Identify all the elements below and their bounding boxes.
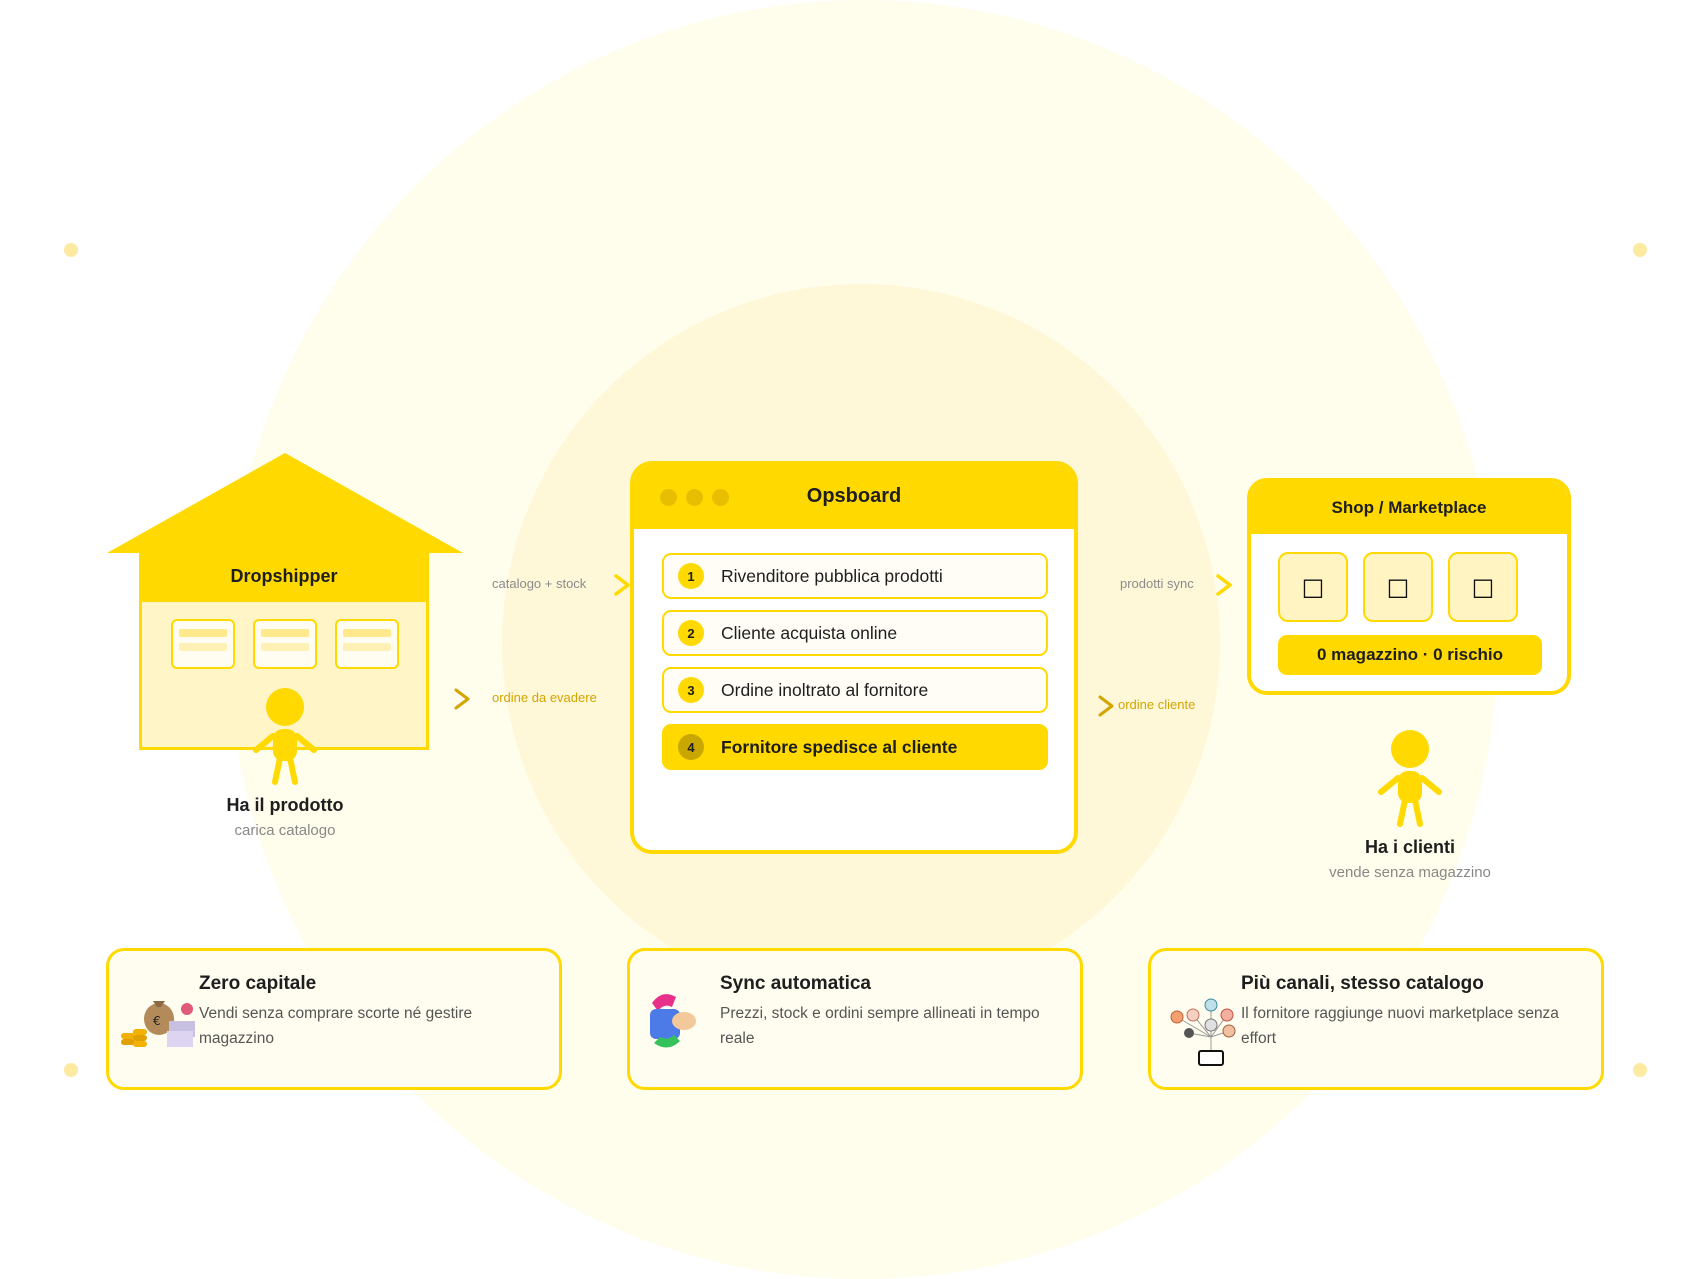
feature-title: Più canali, stesso catalogo — [1241, 973, 1484, 994]
step-number-badge: 3 — [678, 677, 704, 703]
chevron-right-icon — [614, 574, 630, 596]
step-number-badge: 1 — [678, 563, 704, 589]
product-placeholder-icon: □ — [1301, 573, 1325, 601]
chevron-right-icon — [454, 688, 470, 710]
opsboard-step-active: 4 Fornitore spedisce al cliente — [662, 724, 1048, 770]
dropshipper-title: Dropshipper — [139, 550, 429, 602]
shop-product-tile: □ — [1363, 552, 1433, 622]
shop-product-tile: □ — [1278, 552, 1348, 622]
dropshipper-caption-sub: carica catalogo — [234, 822, 336, 839]
shop-product-tile: □ — [1448, 552, 1518, 622]
feature-description: Prezzi, stock e ordini sempre allineati … — [720, 1005, 1040, 1047]
svg-text:€: € — [153, 1014, 161, 1028]
step-label: Cliente acquista online — [721, 622, 898, 643]
network-channels-icon — [1170, 998, 1236, 1066]
feature-title: Zero capitale — [199, 973, 317, 994]
flow-label-customer-order: ordine cliente — [1118, 697, 1196, 712]
dropshipper-person-icon — [253, 688, 317, 785]
step-number-badge: 2 — [678, 620, 704, 646]
feature-card-zero-capital: € Zero capitale Vendi senza comprare sco… — [106, 948, 562, 1090]
sync-arrows-icon — [650, 994, 696, 1048]
window-dot-icon — [712, 489, 729, 506]
decorative-dot — [64, 1063, 78, 1077]
feature-description: Il fornitore raggiunge nuovi marketplace… — [1241, 1005, 1559, 1047]
flow-label-order-to-fulfill: ordine da evadere — [492, 690, 597, 705]
shop-title: Shop / Marketplace — [1251, 482, 1567, 534]
feature-description: Vendi senza comprare scorte né gestire m… — [199, 1005, 473, 1047]
step-label: Ordine inoltrato al fornitore — [721, 679, 929, 700]
shelf-box — [335, 619, 399, 669]
shelf-box — [171, 619, 235, 669]
product-placeholder-icon: □ — [1471, 573, 1495, 601]
step-label: Rivenditore pubblica prodotti — [721, 565, 943, 586]
shop-status-pill: 0 magazzino · 0 rischio — [1278, 635, 1542, 675]
window-dot-icon — [686, 489, 703, 506]
shop-person-icon — [1378, 730, 1442, 827]
opsboard-step: 1 Rivenditore pubblica prodotti — [662, 553, 1048, 599]
opsboard-titlebar: Opsboard — [634, 465, 1074, 529]
chevron-right-icon — [1216, 574, 1232, 596]
feature-card-sync: Sync automatica Prezzi, stock e ordini s… — [627, 948, 1083, 1090]
flow-label-products-sync: prodotti sync — [1120, 576, 1194, 591]
money-bag-coins-icon: € — [121, 1001, 195, 1047]
feature-card-multichannel: Più canali, stesso catalogo Il fornitore… — [1148, 948, 1604, 1090]
shop-marketplace-window: Shop / Marketplace □ □ □ 0 magazzino · 0… — [1247, 478, 1571, 695]
step-number-badge: 4 — [678, 734, 704, 760]
decorative-dot — [64, 243, 78, 257]
step-label: Fornitore spedisce al cliente — [721, 736, 958, 757]
opsboard-step: 3 Ordine inoltrato al fornitore — [662, 667, 1048, 713]
feature-title: Sync automatica — [720, 973, 871, 994]
dropshipper-caption-title: Ha il prodotto — [226, 795, 344, 815]
chevron-right-icon — [1098, 695, 1114, 717]
decorative-dot — [1633, 243, 1647, 257]
shop-caption-title: Ha i clienti — [1364, 837, 1456, 857]
product-placeholder-icon: □ — [1386, 573, 1410, 601]
shelf-box — [253, 619, 317, 669]
window-dot-icon — [660, 489, 677, 506]
house-roof — [107, 453, 463, 553]
opsboard-step: 2 Cliente acquista online — [662, 610, 1048, 656]
decorative-dot — [1633, 1063, 1647, 1077]
flow-label-catalog-stock: catalogo + stock — [492, 576, 587, 591]
shop-caption-sub: vende senza magazzino — [1329, 864, 1491, 881]
opsboard-title: Opsboard — [806, 485, 902, 507]
opsboard-window: Opsboard 1 Rivenditore pubblica prodotti… — [630, 461, 1078, 854]
